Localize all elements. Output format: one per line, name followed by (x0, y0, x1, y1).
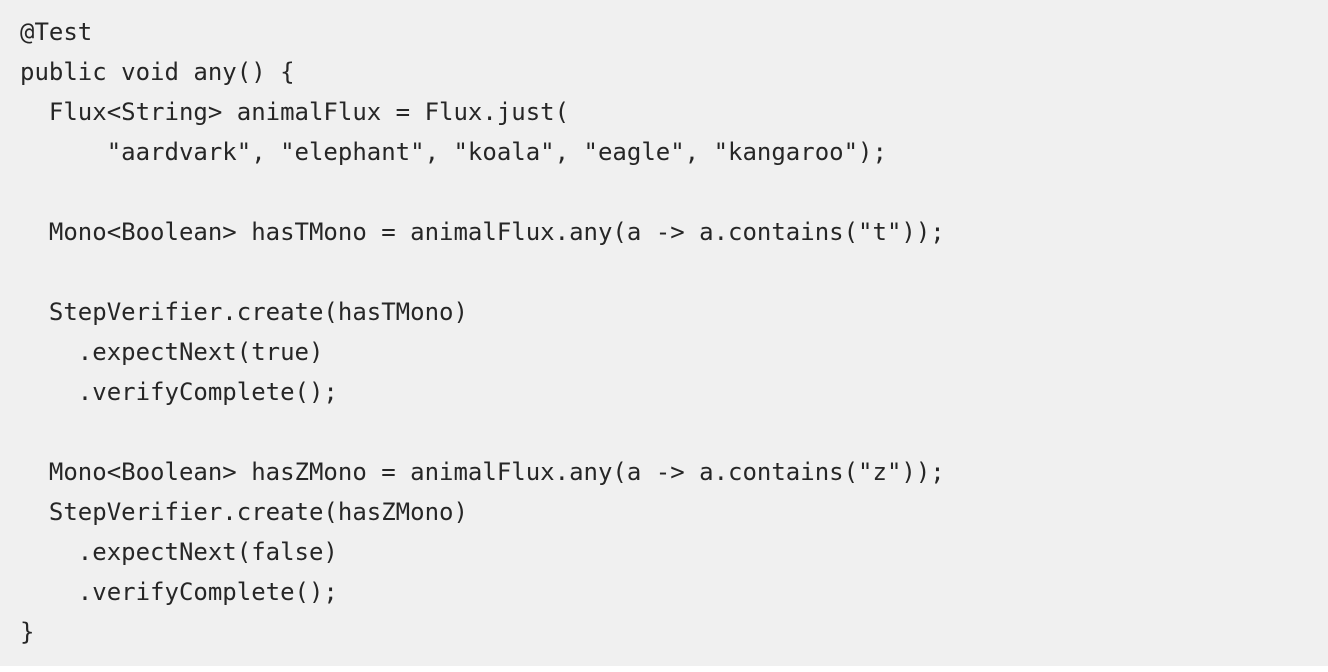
code-line: StepVerifier.create(hasTMono) (20, 298, 468, 326)
code-line: .verifyComplete(); (20, 578, 338, 606)
code-line: .expectNext(false) (20, 538, 338, 566)
code-line: } (20, 618, 35, 646)
code-line (20, 252, 1328, 292)
code-line (20, 412, 1328, 452)
code-line: Mono<Boolean> hasTMono = animalFlux.any(… (20, 218, 945, 246)
code-line: public void any() { (20, 58, 295, 86)
code-line: Mono<Boolean> hasZMono = animalFlux.any(… (20, 458, 945, 486)
code-line: "aardvark", "elephant", "koala", "eagle"… (20, 138, 887, 166)
code-line: .verifyComplete(); (20, 378, 338, 406)
code-line: StepVerifier.create(hasZMono) (20, 498, 468, 526)
code-line: .expectNext(true) (20, 338, 324, 366)
code-line: @Test (20, 18, 93, 46)
code-line: Flux<String> animalFlux = Flux.just( (20, 98, 570, 126)
code-line (20, 172, 1328, 212)
